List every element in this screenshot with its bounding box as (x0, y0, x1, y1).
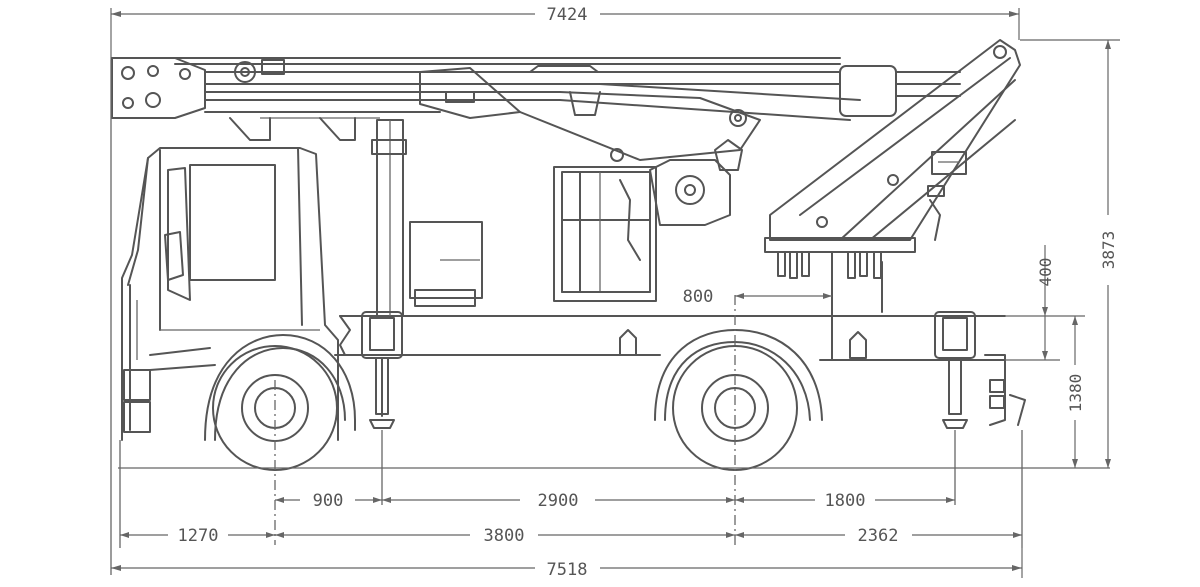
dim-overall-bottom: 7518 (111, 548, 1023, 580)
rear-wheel (654, 329, 823, 471)
rear-outrigger (934, 311, 1026, 429)
dim-overall-top-label: 7424 (547, 5, 588, 25)
dim-frame-height-label: 400 (1036, 258, 1055, 287)
dim-front-overhang-label: 1270 (178, 526, 219, 546)
dim-outrigger-span-label: 2900 (538, 491, 579, 511)
dim-overall-bottom-label: 7518 (547, 560, 588, 580)
dim-row-outriggers: 900 2900 1800 (275, 491, 955, 511)
dim-rear-overhang-label: 2362 (858, 526, 899, 546)
dim-overall-height: 3873 (1020, 39, 1120, 468)
work-platform-basket (553, 139, 743, 302)
front-outrigger (361, 311, 403, 429)
dim-row-wheelbase: 1270 3800 2362 (120, 526, 1022, 546)
rear-mast (764, 39, 1021, 361)
dim-rear-outrigger-label: 1800 (825, 491, 866, 511)
dim-overall-top: 7424 (110, 5, 1020, 60)
dim-turret-offset: 800 (683, 287, 832, 307)
dim-front-outrigger-label: 900 (313, 491, 344, 511)
dim-wheelbase-label: 3800 (484, 526, 525, 546)
dim-frame-height: 400 (1005, 245, 1060, 361)
dim-overall-height-label: 3873 (1099, 231, 1118, 270)
dim-frame-top-height-label: 1380 (1066, 374, 1085, 413)
chassis-frame (334, 119, 1006, 361)
dim-frame-top-height: 1380 (1060, 315, 1085, 468)
dim-turret-offset-label: 800 (683, 287, 714, 307)
truck-cab (121, 147, 339, 441)
telescopic-boom (111, 57, 961, 162)
front-wheel (204, 334, 356, 471)
